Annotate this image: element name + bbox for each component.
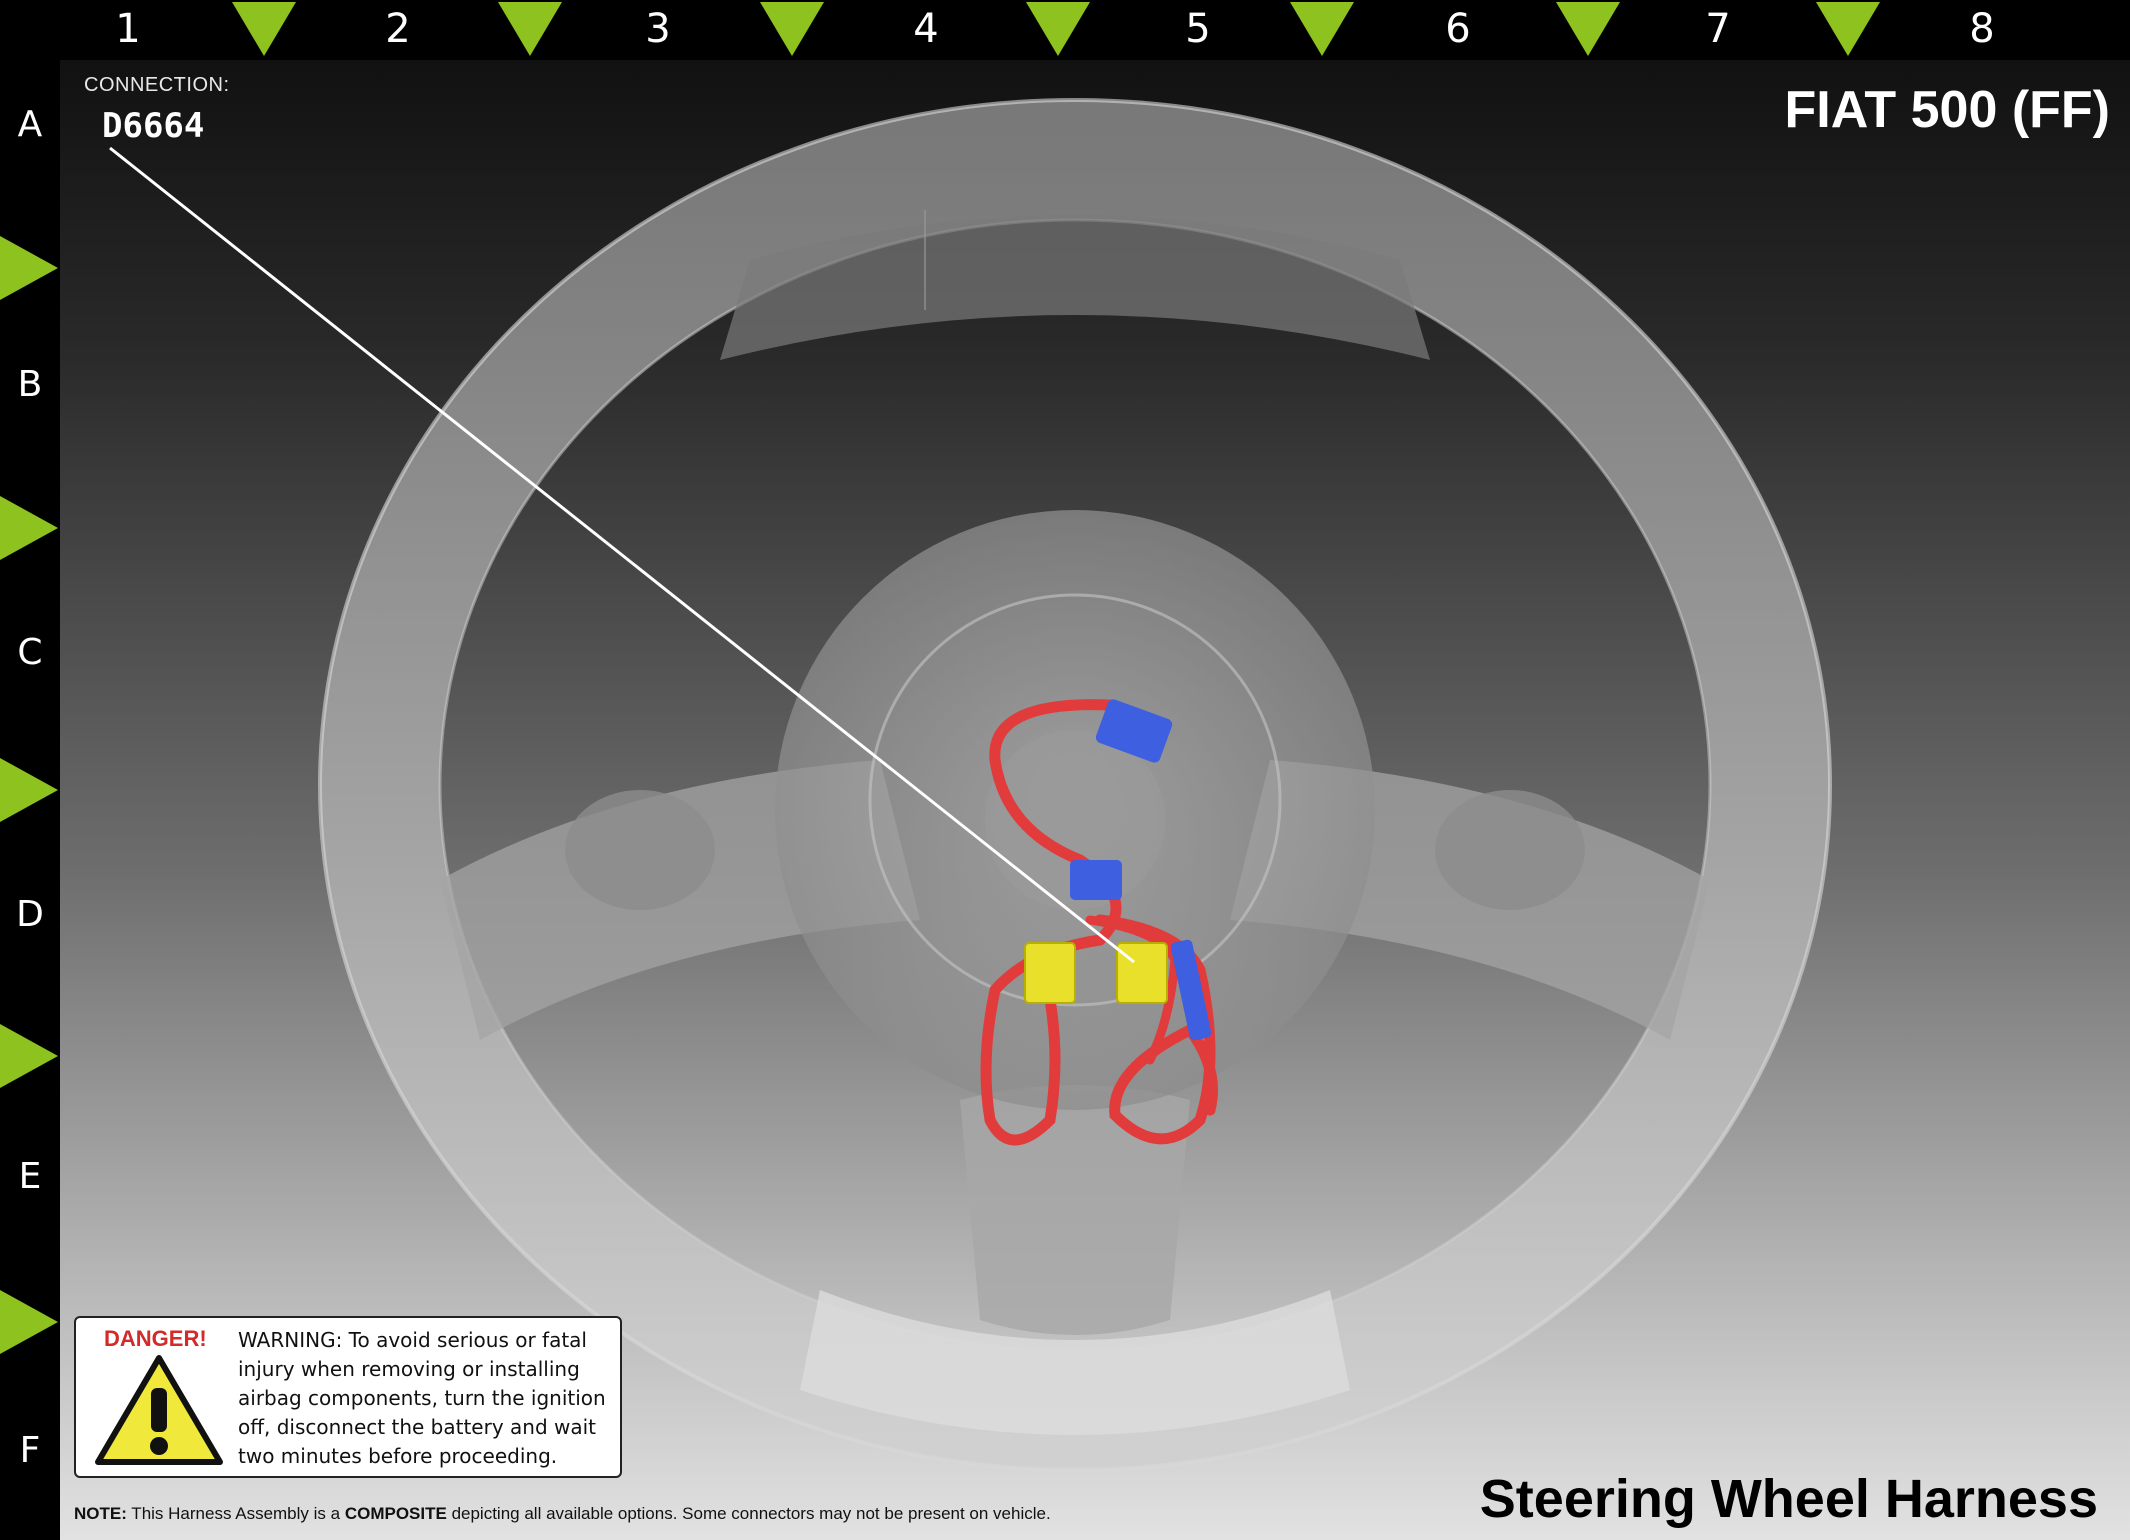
- row-letter: A: [17, 104, 43, 145]
- column-number: 4: [913, 6, 939, 52]
- connection-id: D6664: [102, 106, 205, 146]
- note-prefix: NOTE:: [74, 1504, 127, 1523]
- row-divider-marker: [0, 496, 58, 560]
- note-text: This Harness Assembly is a: [126, 1504, 345, 1523]
- diagram-title: Steering Wheel Harness: [1479, 1469, 2098, 1529]
- wheel-rim-highlight: [318, 98, 1832, 1472]
- connection-label: CONNECTION:: [84, 74, 230, 96]
- column-divider-marker: [498, 2, 562, 56]
- vehicle-name: FIAT 500 (FF): [1784, 81, 2110, 139]
- row-letter: B: [17, 364, 43, 405]
- blue-connector: [1070, 860, 1122, 900]
- diagram-canvas: CONNECTION: D6664 FIAT 500 (FF) DANGER! …: [60, 60, 2130, 1540]
- danger-heading: DANGER!: [104, 1326, 207, 1351]
- warning-text: WARNING: To avoid serious or fatal injur…: [238, 1328, 606, 1468]
- column-divider-marker: [1290, 2, 1354, 56]
- yellow-connector: [1116, 942, 1168, 1004]
- steering-wheel-illustration: [109, 98, 1832, 1472]
- column-header-bar: 1 2 3 4 5 6 7 8: [0, 0, 2130, 60]
- composite-note: NOTE: This Harness Assembly is a COMPOSI…: [74, 1504, 1051, 1524]
- rim-bottom-panel: [800, 1290, 1350, 1435]
- note-text: depicting all available options. Some co…: [446, 1504, 1051, 1523]
- column-number: 5: [1185, 6, 1211, 52]
- column-number: 7: [1705, 6, 1731, 52]
- row-divider-marker: [0, 236, 58, 300]
- row-letter: F: [19, 1430, 41, 1471]
- column-divider-marker: [760, 2, 824, 56]
- row-divider-marker: [0, 1024, 58, 1088]
- row-divider-marker: [0, 1290, 58, 1354]
- column-divider-marker: [1816, 2, 1880, 56]
- bottom-spoke: [960, 1085, 1190, 1335]
- warning-triangle-icon: [95, 1355, 223, 1465]
- column-number: 3: [645, 6, 671, 52]
- column-number: 2: [385, 6, 411, 52]
- row-letter: E: [18, 1156, 42, 1197]
- column-divider-marker: [1556, 2, 1620, 56]
- hub-inner-ring: [868, 593, 1282, 1007]
- airbag-warning-box: DANGER! WARNING: To avoid serious or fat…: [74, 1316, 622, 1478]
- yellow-connector: [1024, 942, 1076, 1004]
- row-header-bar: A B C D E F: [0, 0, 60, 1540]
- column-number: 6: [1445, 6, 1471, 52]
- column-number: 1: [115, 6, 141, 52]
- blue-connector: [1095, 699, 1173, 763]
- left-control-buttons: [565, 790, 715, 910]
- blue-connector: [1170, 939, 1212, 1041]
- column-divider-marker: [232, 2, 296, 56]
- connection-leader-line: [109, 146, 1135, 964]
- row-divider-marker: [0, 758, 58, 822]
- right-control-buttons: [1435, 790, 1585, 910]
- note-emphasis: COMPOSITE: [344, 1504, 447, 1523]
- column-divider-marker: [1026, 2, 1090, 56]
- row-letter: C: [17, 632, 43, 673]
- row-letter: D: [16, 894, 44, 935]
- rim-top-panel: [720, 215, 1430, 360]
- column-number: 8: [1969, 6, 1995, 52]
